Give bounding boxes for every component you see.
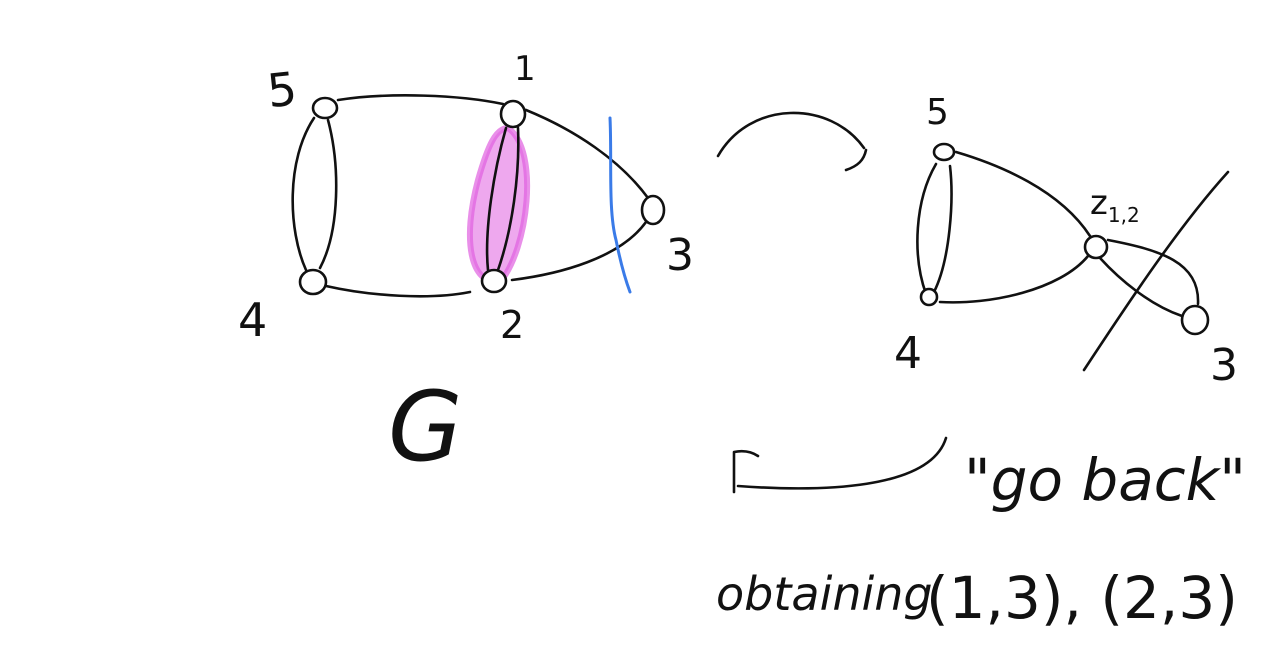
- edge-4-z: [938, 254, 1090, 304]
- edge-5-1: [336, 94, 505, 106]
- cross-out-line: [1082, 170, 1230, 372]
- edge-5-4-b-right: [932, 164, 953, 294]
- label-node-2: 2: [500, 303, 524, 347]
- node-5-right: [932, 142, 956, 162]
- node-4: [298, 268, 328, 296]
- node-3: [640, 194, 666, 226]
- label-node-4: 4: [238, 293, 267, 347]
- label-node-z-main: z: [1090, 183, 1108, 223]
- left-graph: 5 1 3 4 2 G: [238, 49, 694, 483]
- edge-1-3: [524, 108, 650, 200]
- edge-5-z: [954, 150, 1092, 238]
- go-back-arrow: [732, 436, 948, 494]
- label-node-z: z1,2: [1090, 183, 1140, 227]
- right-graph: 5 4 z1,2 3: [894, 92, 1238, 391]
- edge-5-4-b: [318, 118, 338, 270]
- edge-1-2-a: [485, 126, 508, 272]
- label-node-4-right: 4: [894, 328, 922, 379]
- edge-z-3-a: [1106, 238, 1200, 306]
- label-node-1: 1: [514, 49, 536, 89]
- highlight-edge-1-2: [466, 124, 531, 286]
- node-4-right: [919, 287, 939, 307]
- node-2: [480, 268, 508, 294]
- graph-name-label: G: [388, 371, 462, 483]
- node-1: [499, 99, 527, 129]
- edge-5-4-a: [291, 116, 316, 272]
- node-3-right: [1180, 304, 1210, 336]
- node-z12: [1083, 234, 1109, 260]
- node-5: [311, 96, 339, 120]
- edge-4-2: [324, 284, 472, 298]
- edge-2-3: [510, 220, 648, 282]
- label-node-3-right: 3: [1210, 340, 1238, 391]
- cut-line: [608, 116, 632, 294]
- edge-5-4-a-right: [916, 162, 938, 296]
- obtained-edges-note: (1,3), (2,3): [926, 564, 1238, 632]
- label-node-5-right: 5: [926, 92, 949, 133]
- label-node-5: 5: [265, 61, 300, 118]
- label-node-3: 3: [666, 230, 694, 281]
- label-node-z-subscript: 1,2: [1108, 203, 1140, 227]
- go-back-note: "go back": [964, 446, 1246, 514]
- obtaining-note: obtaining: [716, 567, 933, 621]
- contract-arrow: [716, 111, 868, 172]
- edge-1-2-b: [496, 126, 520, 272]
